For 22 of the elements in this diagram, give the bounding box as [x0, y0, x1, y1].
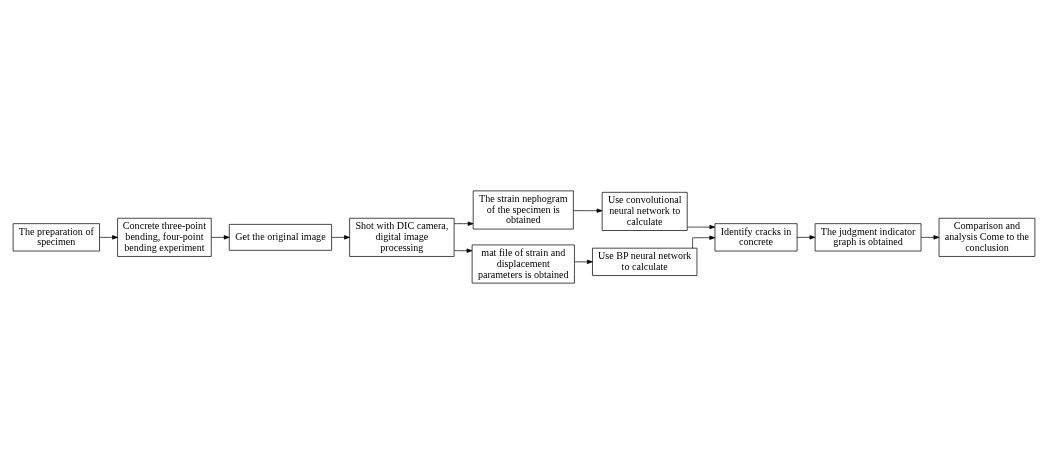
node-box: Comparison and analysis Come to the conclusion: [938, 217, 1036, 257]
node-box: Get the original image: [228, 224, 332, 251]
arrow: [331, 235, 350, 240]
node-box: Identify cracks in concrete: [714, 223, 798, 252]
arrow: [454, 248, 473, 253]
node-box: The judgment indicator graph is obtained: [814, 223, 922, 252]
node-box: Concrete three-point bending, four-point bending experiment: [117, 217, 212, 257]
node-box: The preparation of specimen: [12, 223, 100, 252]
arrow: [796, 235, 816, 240]
node-box: Use convolutional neural network to calculate: [601, 191, 688, 231]
arrow: [687, 224, 716, 230]
node-box: mat file of strain and displacement parameters is obtained: [471, 244, 575, 284]
node-box: Shot with DIC camera, digital image processing: [349, 217, 455, 257]
node-box: Use BP neural network to calculate: [592, 247, 698, 276]
arrow: [210, 235, 230, 240]
arrow: [99, 235, 118, 240]
node-box: The strain nephogram of the specimen is obtained: [472, 190, 574, 230]
arrow: [920, 235, 940, 240]
arrow: [574, 259, 593, 264]
arrow: [692, 235, 716, 249]
arrow: [454, 221, 474, 226]
arrow: [573, 208, 603, 213]
